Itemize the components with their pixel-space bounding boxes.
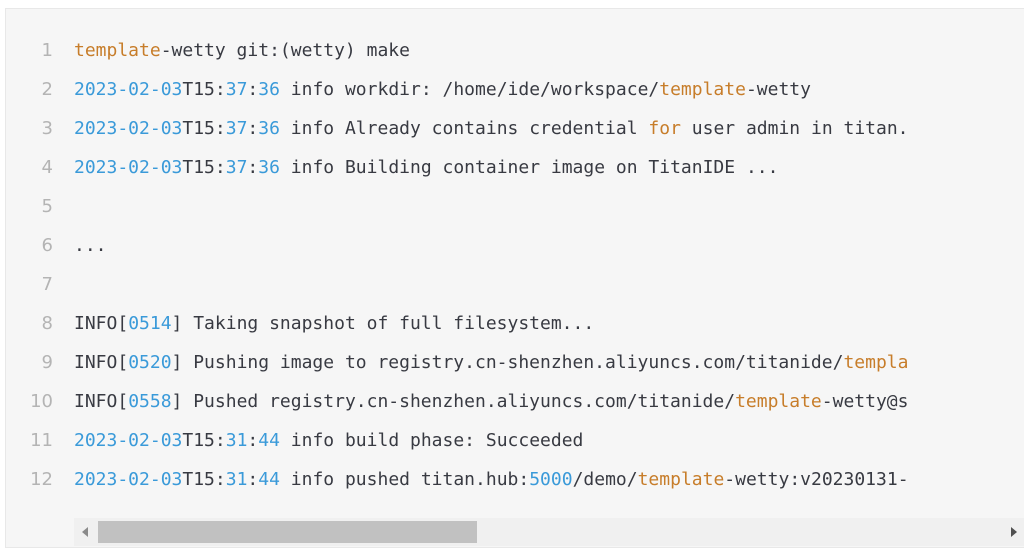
code-token: ...: [74, 235, 107, 256]
code-token: template: [74, 40, 161, 61]
code-token: INFO[: [74, 313, 129, 334]
line-number: 5: [41, 196, 53, 217]
chevron-left-icon: [82, 527, 88, 537]
code-token: templa: [843, 352, 909, 373]
line-number: 7: [41, 274, 53, 295]
code-token: 36: [258, 157, 280, 178]
code-token: ] Pushing image to registry.cn-shenzhen.…: [171, 352, 844, 373]
code-token: 2023-02-03: [74, 430, 183, 451]
code-token: 36: [258, 118, 280, 139]
code-token: 37: [225, 118, 248, 139]
code-line: 2 2023-02-03T15:37:36 info workdir: /home…: [6, 70, 1024, 109]
line-number: 9: [41, 352, 53, 373]
code-token: user admin in titan.: [680, 118, 909, 139]
code-line: 4 2023-02-03T15:37:36 info Building conta…: [6, 148, 1024, 187]
code-token: :: [247, 157, 259, 178]
line-number: 1: [41, 40, 53, 61]
code-token: 0558: [128, 391, 172, 412]
code-token: T15:: [182, 157, 226, 178]
code-token: 44: [258, 430, 280, 451]
code-token: 31: [225, 430, 248, 451]
code-line: 9 INFO[0520] Pushing image to registry.cn…: [6, 343, 1024, 382]
line-text: INFO[0514] Taking snapshot of full files…: [74, 304, 594, 343]
code-token: 36: [258, 79, 280, 100]
code-token: T15:: [182, 79, 226, 100]
code-token: -wetty: [745, 79, 811, 100]
code-token: info build phase: Succeeded: [279, 430, 584, 451]
code-token: info Already contains credential: [279, 118, 649, 139]
code-token: ] Taking snapshot of full filesystem...: [171, 313, 595, 334]
scrollbar-thumb[interactable]: [98, 521, 477, 543]
code-token: 2023-02-03: [74, 118, 183, 139]
code-line: 12 2023-02-03T15:31:44 info pushed titan.…: [6, 460, 1024, 499]
code-token: template: [659, 79, 746, 100]
code-token: 2023-02-03: [74, 157, 183, 178]
code-line: 11 2023-02-03T15:31:44 info build phase: …: [6, 421, 1024, 460]
line-text: INFO[0558] Pushed registry.cn-shenzhen.a…: [74, 382, 908, 421]
code-token: T15:: [182, 118, 226, 139]
line-text: template-wetty git:(wetty) make: [74, 31, 410, 70]
line-text: 2023-02-03T15:37:36 info Already contain…: [74, 109, 909, 148]
line-text: INFO[0520] Pushing image to registry.cn-…: [74, 343, 908, 382]
code-token: 0520: [128, 352, 172, 373]
code-token: T15:: [182, 469, 226, 490]
code-token: 2023-02-03: [74, 469, 183, 490]
code-line: 3 2023-02-03T15:37:36 info Already contai…: [6, 109, 1024, 148]
code-token: 2023-02-03: [74, 79, 183, 100]
code-token: template: [735, 391, 822, 412]
code-token: 44: [258, 469, 280, 490]
line-number: 2: [41, 79, 53, 100]
code-token: :: [247, 79, 259, 100]
code-token: -wetty@s: [821, 391, 909, 412]
code-token: 31: [225, 469, 248, 490]
code-line: 7: [6, 265, 1024, 304]
code-token: template: [637, 469, 725, 490]
code-token: 0514: [128, 313, 172, 334]
code-token: 37: [225, 79, 248, 100]
code-token: :: [247, 430, 259, 451]
code-token: info pushed titan.hub:: [279, 469, 530, 490]
code-token: info Building container image on TitanID…: [279, 157, 779, 178]
code-line: 10 INFO[0558] Pushed registry.cn-shenzhen…: [6, 382, 1024, 421]
line-number: 10: [30, 391, 53, 412]
code-line: 5: [6, 187, 1024, 226]
code-token: /demo/: [572, 469, 638, 490]
scroll-left-button[interactable]: [74, 518, 96, 546]
code-token: T15:: [182, 430, 226, 451]
scroll-right-button[interactable]: [1003, 518, 1024, 546]
code-token: info workdir: /home/ide/workspace/: [279, 79, 660, 100]
code-token: ] Pushed registry.cn-shenzhen.aliyuncs.c…: [171, 391, 736, 412]
code-line: 1 template-wetty git:(wetty) make: [6, 31, 1024, 70]
code-token: 37: [225, 157, 248, 178]
code-token: INFO[: [74, 352, 129, 373]
code-line: 6...: [6, 226, 1024, 265]
line-text: 2023-02-03T15:37:36 info workdir: /home/…: [74, 70, 811, 109]
code-token: INFO[: [74, 391, 129, 412]
code-token: for: [648, 118, 681, 139]
code-token: -wetty git:(wetty) make: [160, 40, 410, 61]
line-number: 6: [41, 235, 53, 256]
chevron-right-icon: [1011, 527, 1017, 537]
line-text: 2023-02-03T15:31:44 info pushed titan.hu…: [74, 460, 909, 499]
line-text: 2023-02-03T15:37:36 info Building contai…: [74, 148, 778, 187]
code-token: 5000: [529, 469, 573, 490]
line-number: 11: [30, 430, 53, 451]
line-number: 12: [30, 469, 53, 490]
line-text: ...: [74, 226, 107, 265]
code-line: 8 INFO[0514] Taking snapshot of full file…: [6, 304, 1024, 343]
horizontal-scrollbar[interactable]: [74, 518, 1024, 546]
code-token: :: [247, 118, 259, 139]
line-text: 2023-02-03T15:31:44 info build phase: Su…: [74, 421, 583, 460]
line-number: 8: [41, 313, 53, 334]
line-number: 3: [41, 118, 53, 139]
code-token: -wetty:v20230131-: [724, 469, 909, 490]
line-number: 4: [41, 157, 53, 178]
code-token: :: [247, 469, 259, 490]
